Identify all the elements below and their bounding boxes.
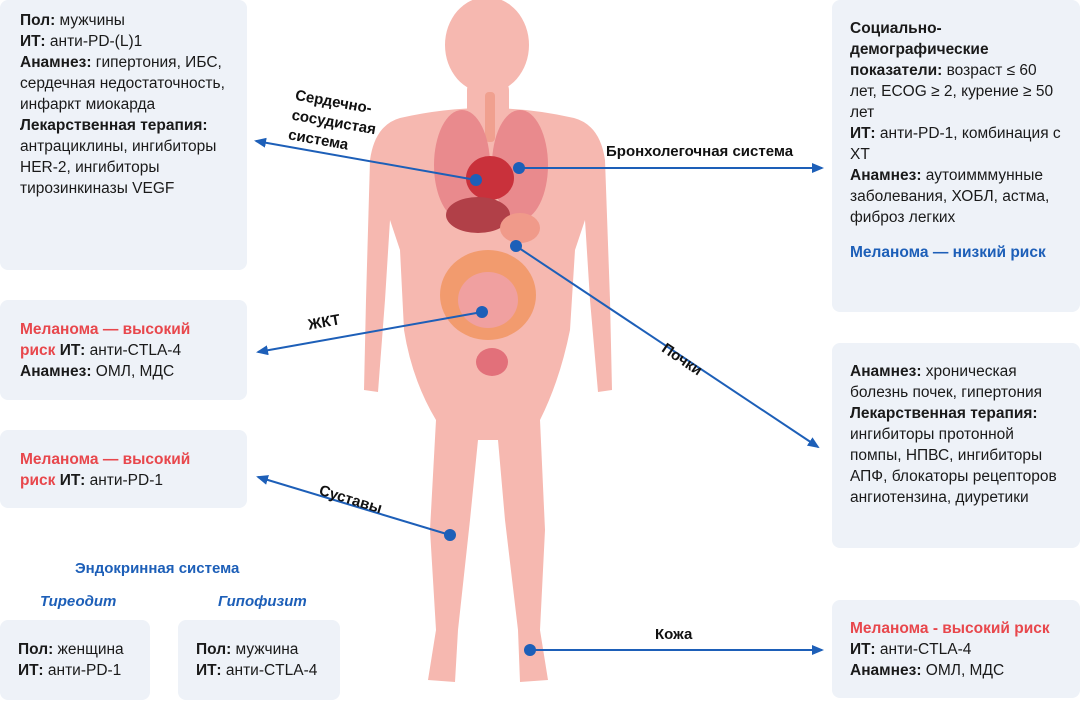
label-skin: Кожа [655,626,693,643]
endocrine-title: Эндокринная система [75,560,240,577]
kidney-risk-box: Анамнез: хроническая болезнь почек, гипе… [832,343,1080,548]
thyroiditis-title: Тиреодит [40,593,117,610]
human-silhouette [364,0,612,682]
hypophysitis-title: Гипофизит [218,593,307,610]
dot-lungs [513,162,525,174]
dot-cardio [470,174,482,186]
cardio-risk-box: Пол: мужчины ИТ: анти-PD-(L)1 Анамнез: г… [0,0,247,270]
label-lungs: Бронхолегочная система [606,143,794,160]
arrow-joints [256,475,451,536]
gi-risk-box: Меланома — высокий риск ИТ: анти-CTLA-4 … [0,300,247,400]
dot-kidneys [510,240,522,252]
lung-risk-box: Социально-демографические показатели: во… [832,0,1080,312]
arrow-gi [256,311,483,356]
thyroiditis-box: Пол: женщина ИТ: анти-PD-1 [0,620,150,700]
arrow-cardio [254,137,477,181]
hypophysitis-box: Пол: мужчина ИТ: анти-CTLA-4 [178,620,340,700]
dot-skin [524,644,536,656]
organs [434,92,548,376]
skin-risk-box: Меланома - высокий риск ИТ: анти-CTLA-4 … [832,600,1080,698]
joints-risk-box: Меланома — высокий риск ИТ: анти-PD-1 [0,430,247,508]
arrow-kidneys [515,245,820,449]
dot-joints [444,529,456,541]
dot-gi [476,306,488,318]
